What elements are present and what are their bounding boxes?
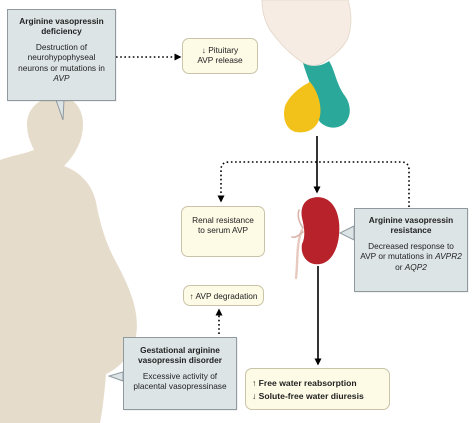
- outcome-box: ↑ Free water reabsorption ↓ Solute-free …: [245, 368, 390, 410]
- resistance-callout: Arginine vasopressin resistance Decrease…: [354, 208, 468, 292]
- deficiency-title: Arginine vasopressin deficiency: [19, 16, 104, 37]
- gestational-body: Excessive activity of placental vasopres…: [133, 370, 227, 392]
- deficiency-gene: AVP: [53, 73, 70, 84]
- gestational-callout-pointer: [107, 371, 124, 382]
- resistance-gene-aqp2: AQP2: [404, 261, 427, 272]
- resistance-callout-pointer: [338, 225, 355, 241]
- degradation-box: ↑ AVP degradation: [183, 285, 264, 306]
- renal-resistance-text: Renal resistance to serum AVP: [192, 215, 254, 236]
- gestational-title: Gestational arginine vasopressin disorde…: [138, 345, 222, 366]
- renal-resistance-box: Renal resistance to serum AVP: [181, 206, 265, 257]
- deficiency-body-text: Destruction of neurohypophyseal neurons …: [18, 41, 105, 73]
- resistance-or-text: or: [395, 261, 405, 272]
- deficiency-body: Destruction of neurohypophyseal neurons …: [13, 42, 110, 84]
- resistance-body: Decreased response to AVP or mutations i…: [360, 241, 462, 272]
- renal-vessels-icon: [291, 209, 304, 239]
- hypothalamus-shape: [261, 0, 352, 66]
- resistance-gene-avpr2: AVPR2: [435, 251, 462, 262]
- degradation-text: ↑ AVP degradation: [189, 291, 258, 301]
- pituitary-anterior-lobe: [284, 82, 321, 133]
- resistance-body-text: Decreased response to AVP or mutations i…: [360, 240, 454, 262]
- pregnant-woman-silhouette: [0, 96, 137, 423]
- gestational-callout: Gestational arginine vasopressin disorde…: [123, 337, 237, 410]
- outcome-line-2: ↓ Solute-free water diuresis: [252, 391, 364, 401]
- deficiency-callout: Arginine vasopressin deficiency Destruct…: [7, 9, 116, 101]
- pituitary-release-text: ↓ Pituitary AVP release: [197, 45, 243, 66]
- outcome-line-1: ↑ Free water reabsorption: [252, 378, 357, 388]
- pituitary-posterior-lobe: [303, 61, 350, 128]
- arrow-to-renal-resistance: [217, 161, 410, 207]
- resistance-title: Arginine vasopressin resistance: [368, 215, 454, 236]
- pituitary-release-box: ↓ Pituitary AVP release: [182, 38, 258, 74]
- kidney-icon: [301, 197, 340, 265]
- ureter-icon: [294, 228, 304, 280]
